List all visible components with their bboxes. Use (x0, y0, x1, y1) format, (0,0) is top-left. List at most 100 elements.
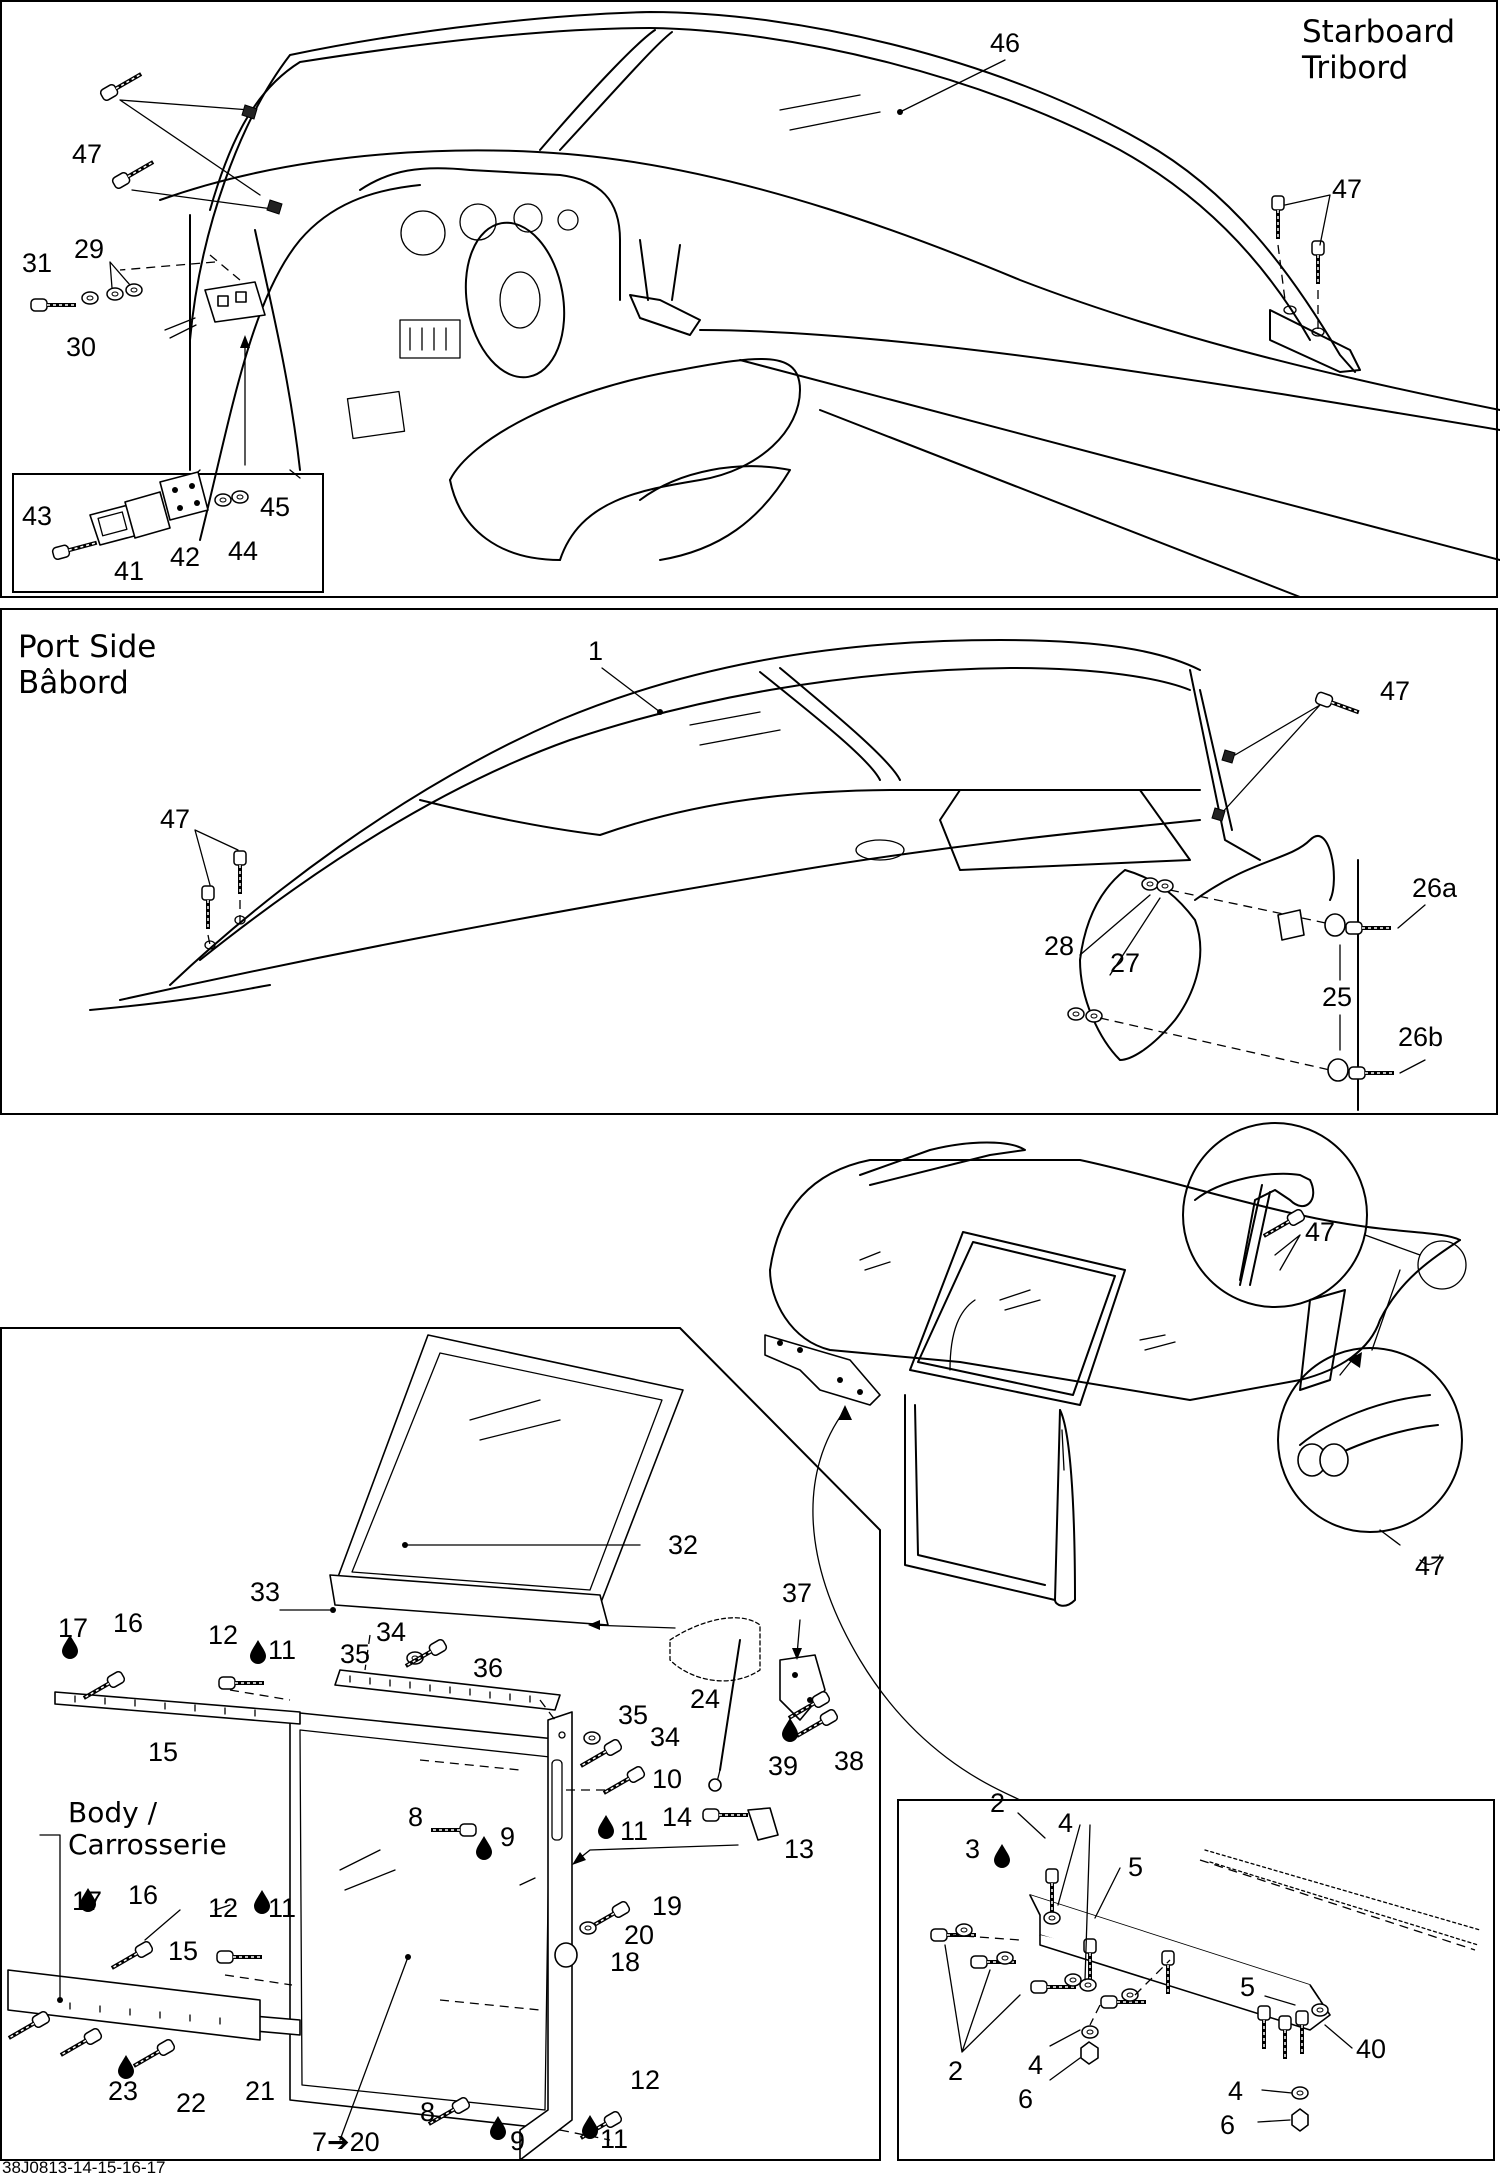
callout-44: 44 (228, 536, 258, 566)
leader-47-port-left (194, 829, 239, 886)
callout-34a: 34 (376, 1617, 406, 1647)
spacer-25-upper (1324, 913, 1346, 937)
right-foot-bracket (1269, 309, 1361, 373)
callout-46: 46 (990, 28, 1020, 58)
leader-6b (1257, 2119, 1291, 2123)
hull-line-2 (819, 409, 1301, 598)
callout-33: 33 (250, 1577, 280, 1607)
hinge-ghost (669, 1617, 761, 1682)
door-glass (299, 1729, 551, 2111)
bracket-dashes (949, 1934, 1171, 2026)
spacer-18 (554, 1942, 578, 1968)
windshield-center-post-2 (559, 31, 673, 151)
port-dash-upper (1169, 889, 1336, 926)
leader-47-seal (1379, 1529, 1401, 1546)
seat-cushion (639, 465, 791, 561)
callout-18: 18 (610, 1947, 640, 1977)
callout-11a: 11 (268, 1635, 296, 1665)
door-reflection (339, 1849, 396, 1891)
callout-9a: 9 (500, 1822, 515, 1852)
port-dash-top (419, 789, 1201, 836)
overview-door (904, 1394, 1061, 1601)
callout-12b: 12 (208, 1893, 238, 1923)
drawing-code: 38J0813-14-15-16-17 (2, 2158, 166, 2177)
callout-25: 25 (1322, 982, 1352, 1012)
callout-26b: 26b (1398, 1022, 1443, 1052)
hull-line-1 (739, 359, 1500, 561)
callout-43: 43 (22, 501, 52, 531)
body-label-fr: Carrosserie (68, 1828, 227, 1861)
windshield-overview: 47 47 (764, 1122, 1467, 1801)
body-label-en: Body / (68, 1796, 158, 1829)
callout-47-port-left: 47 (160, 804, 190, 834)
callout-31: 31 (22, 248, 52, 278)
callout-27: 27 (1110, 948, 1140, 978)
leader-47-port-right (1219, 704, 1321, 816)
center-reflection (999, 1289, 1041, 1311)
callout-12a: 12 (208, 1620, 238, 1650)
callout-47-detail-bottom: 47 (1415, 1551, 1445, 1581)
body-bracket (39, 1834, 61, 2001)
throttle-levers (639, 239, 681, 301)
callout-2b: 2 (948, 2056, 963, 2086)
zoom-small-circle (1417, 1240, 1467, 1290)
glass-reflection (779, 94, 881, 131)
detail-circle-bottom (1277, 1347, 1463, 1533)
throttle-base (629, 294, 701, 336)
callout-34b: 34 (650, 1722, 680, 1752)
port-dash-47 (207, 900, 241, 946)
callout-2a: 2 (990, 1788, 1005, 1818)
callout-28: 28 (1044, 931, 1074, 961)
callout-36: 36 (473, 1653, 503, 1683)
starboard-panel-frame (0, 0, 1498, 598)
callout-35a: 35 (340, 1639, 370, 1669)
bracket-detail-panel: 2 3 4 5 5 2 4 6 40 4 6 (897, 1788, 1495, 2161)
callout-15a: 15 (148, 1737, 178, 1767)
bracket-13 (747, 1807, 779, 1841)
port-side-panel: Port Side Bâbord (0, 608, 1498, 1115)
leader-4c (1261, 2089, 1293, 2094)
left-reflection (859, 1251, 891, 1271)
small-screws (164, 317, 197, 339)
callout-22: 22 (176, 2088, 206, 2118)
gauge-3 (513, 203, 543, 233)
seat-side (449, 479, 561, 561)
detail-circle-top (1182, 1122, 1368, 1308)
leader-6a (1049, 2057, 1081, 2081)
callout-16a: 16 (113, 1608, 143, 1638)
dash-left-contour (199, 184, 421, 541)
screw-dash-right (1277, 244, 1319, 330)
callout-5a: 5 (1128, 1852, 1143, 1882)
clip-markers (241, 104, 283, 215)
leader-4b (1049, 2029, 1081, 2047)
callout-4b: 4 (1028, 2050, 1043, 2080)
port-glass-seam-2 (779, 667, 901, 781)
overview-center-pane (909, 1231, 1126, 1406)
gauge-4 (557, 209, 579, 231)
rail-ghost-lines (1204, 1849, 1481, 1946)
arrow-line-to-hinge (589, 1624, 676, 1629)
port-clips (1211, 749, 1236, 822)
leader-5b (1264, 1995, 1296, 2006)
rail-36-holes (349, 1675, 531, 1703)
leader-47c (1284, 194, 1331, 246)
leader-47a (119, 99, 261, 196)
detail-top-post (1239, 1184, 1271, 1286)
steering-hub (499, 271, 541, 329)
port-dash-recess (939, 789, 1191, 871)
windshield-center-post (539, 29, 656, 151)
leader-to-detail (812, 1409, 1021, 1801)
callout-35b: 35 (618, 1700, 648, 1730)
bracket-dash-2 (119, 261, 216, 271)
mount-block-1 (217, 295, 229, 307)
callout-47-tl1: 47 (72, 139, 102, 169)
callout-10: 10 (652, 1764, 682, 1794)
seat-back (449, 358, 801, 561)
port-dash-lower (1099, 1017, 1331, 1071)
callout-4c: 4 (1228, 2076, 1243, 2106)
callout-39: 39 (768, 1751, 798, 1781)
gauge-2 (459, 203, 497, 241)
glass-32-reflection (469, 1399, 561, 1441)
leader-47b (131, 189, 281, 211)
overview-top (769, 1159, 1461, 1271)
